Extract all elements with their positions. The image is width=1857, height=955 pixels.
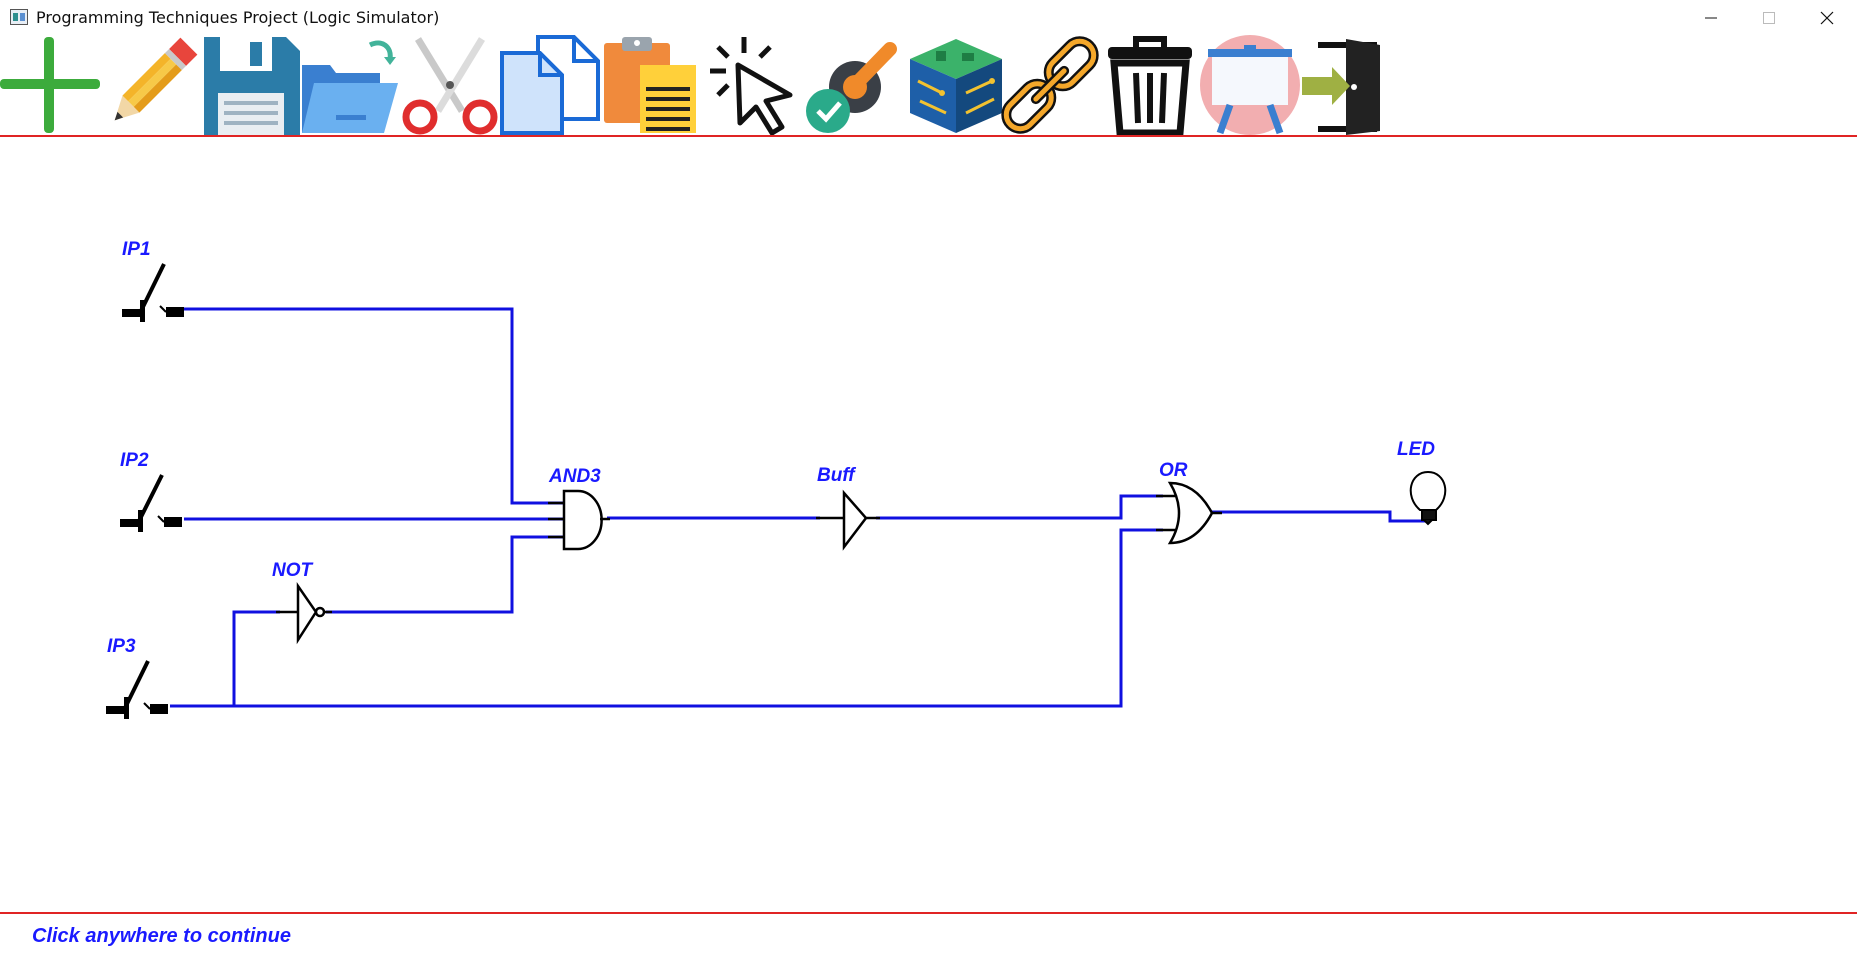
- wire-buff-or: [876, 494, 1163, 520]
- exit-door-icon: [1302, 39, 1380, 135]
- select-tool-button[interactable]: [700, 35, 800, 135]
- label-ip3: IP3: [107, 636, 136, 657]
- minimize-icon: [1705, 17, 1717, 18]
- maximize-icon: [1763, 11, 1775, 24]
- label-not: NOT: [272, 560, 313, 581]
- circuit-tool-button[interactable]: [906, 35, 1006, 135]
- status-message: Click anywhere to continue: [32, 925, 291, 947]
- or-gate: [1156, 481, 1222, 545]
- wire-ip3-not: [170, 610, 280, 708]
- add-tool-button[interactable]: [0, 35, 100, 135]
- status-separator: [0, 912, 1857, 914]
- label-and3: AND3: [549, 466, 601, 487]
- exit-tool-button[interactable]: [1300, 35, 1400, 135]
- simulate-icon: [806, 42, 897, 133]
- label-or: OR: [1159, 460, 1188, 481]
- edit-pencil-icon: [114, 37, 198, 121]
- buffer-gate: [816, 489, 880, 551]
- maximize-button[interactable]: [1740, 0, 1798, 35]
- design-tool-button[interactable]: [1200, 35, 1300, 135]
- title-bar: Programming Techniques Project (Logic Si…: [0, 0, 1857, 35]
- label-led: LED: [1397, 439, 1435, 460]
- connect-tool-button[interactable]: [1000, 35, 1100, 135]
- switch-ip3: [106, 660, 168, 719]
- add-icon: [0, 37, 100, 133]
- circuit-diagram: [106, 263, 1447, 719]
- switch-ip1: [122, 263, 184, 322]
- design-board-icon: [1200, 35, 1300, 135]
- toolbar: [0, 35, 1400, 135]
- window-title: Programming Techniques Project (Logic Si…: [36, 8, 440, 27]
- simulate-tool-button[interactable]: [800, 35, 900, 135]
- edit-tool-button[interactable]: [100, 35, 200, 135]
- drawing-area[interactable]: IP1 IP2 IP3 NOT AND3 Buff OR LED: [0, 137, 1857, 912]
- close-button[interactable]: [1798, 0, 1856, 35]
- not-gate: [276, 581, 332, 645]
- cut-tool-button[interactable]: [400, 35, 500, 135]
- label-buff: Buff: [817, 465, 855, 486]
- copy-icon: [500, 35, 600, 135]
- toolbar-separator: [0, 135, 1857, 137]
- paste-tool-button[interactable]: [600, 35, 700, 135]
- paste-clipboard-icon: [604, 37, 696, 133]
- delete-tool-button[interactable]: [1100, 35, 1200, 135]
- switch-ip2: [120, 474, 182, 532]
- delete-trash-icon: [1108, 36, 1192, 135]
- and3-gate: [548, 489, 610, 551]
- wire-or-led: [1210, 510, 1428, 523]
- circuit-board-icon: [910, 39, 1002, 133]
- label-ip2: IP2: [120, 450, 149, 471]
- close-icon: [1820, 11, 1834, 24]
- select-cursor-icon: [710, 37, 793, 135]
- open-folder-icon: [302, 40, 398, 133]
- wire-not-and3: [326, 535, 565, 614]
- label-ip1: IP1: [122, 239, 151, 260]
- save-floppy-icon: [204, 37, 300, 135]
- wire-ip1-and3: [184, 307, 565, 505]
- cut-scissors-icon: [402, 37, 498, 135]
- load-tool-button[interactable]: [300, 35, 400, 135]
- copy-tool-button[interactable]: [500, 35, 600, 135]
- connect-link-icon: [1001, 36, 1099, 134]
- save-tool-button[interactable]: [202, 35, 302, 135]
- app-icon: [10, 9, 28, 25]
- minimize-button[interactable]: [1682, 0, 1740, 35]
- wire-ip3-or: [234, 528, 1163, 708]
- led-bulb: [1409, 470, 1447, 526]
